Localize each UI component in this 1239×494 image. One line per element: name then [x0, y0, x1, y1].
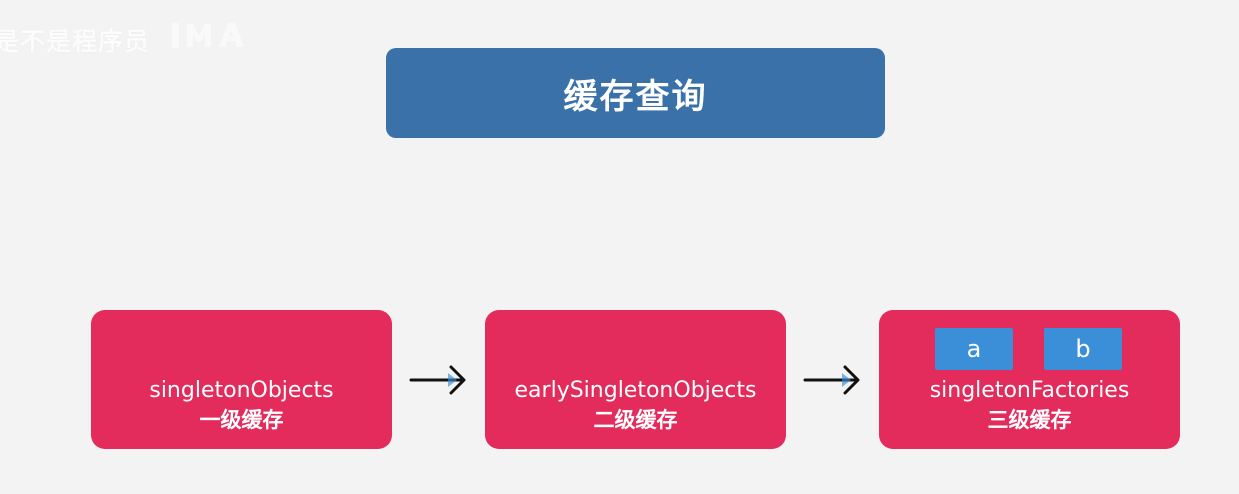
watermark-logo-icon [172, 23, 244, 48]
cache-name: singletonObjects [149, 378, 334, 403]
cache-query-title: 缓存查询 [386, 48, 885, 138]
right-arrow-icon [409, 365, 466, 395]
cache-name: singletonFactories [929, 378, 1130, 403]
second-level-cache: earlySingletonObjects 二级缓存 [485, 310, 786, 449]
cache-level: 三级缓存 [987, 408, 1072, 432]
cache-level: 一级缓存 [199, 408, 284, 432]
first-level-cache: singletonObjects 一级缓存 [91, 310, 392, 449]
third-level-cache: a b singletonFactories 三级缓存 [879, 310, 1180, 449]
cache-level: 二级缓存 [593, 408, 678, 432]
cache-name: earlySingletonObjects [514, 378, 757, 403]
cache-item-b: b [1044, 328, 1122, 370]
watermark-text: 是不是程序员 [0, 27, 151, 56]
right-arrow-icon [803, 365, 860, 395]
cache-item-a: a [935, 328, 1013, 370]
